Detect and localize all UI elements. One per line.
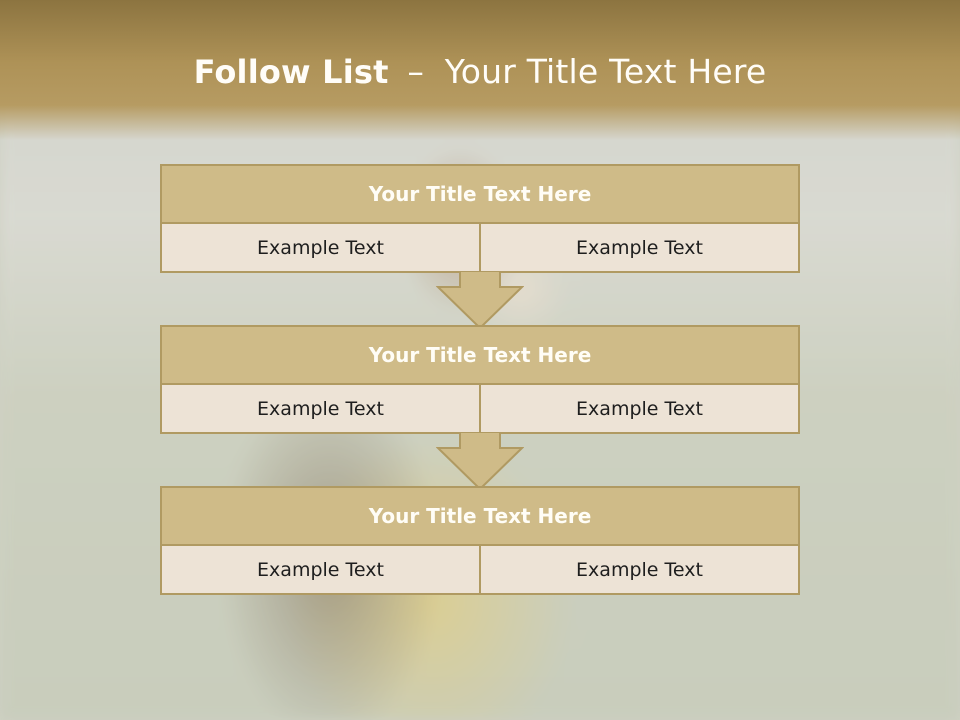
list-block-1: Your Title Text Here Example Text Exampl… <box>160 164 800 273</box>
block-title: Your Title Text Here <box>162 166 798 224</box>
list-block-3: Your Title Text Here Example Text Exampl… <box>160 486 800 595</box>
block-cell-right: Example Text <box>479 546 798 593</box>
slide-title: Follow List – Your Title Text Here <box>0 52 960 91</box>
title-separator: – <box>407 52 425 91</box>
block-cell-right: Example Text <box>479 224 798 271</box>
block-row: Example Text Example Text <box>162 224 798 271</box>
down-arrow-icon <box>436 432 524 490</box>
list-block-2: Your Title Text Here Example Text Exampl… <box>160 325 800 434</box>
block-cell-left: Example Text <box>162 385 479 432</box>
block-row: Example Text Example Text <box>162 385 798 432</box>
block-cell-left: Example Text <box>162 224 479 271</box>
block-title: Your Title Text Here <box>162 488 798 546</box>
block-cell-right: Example Text <box>479 385 798 432</box>
header-band <box>0 0 960 140</box>
block-title: Your Title Text Here <box>162 327 798 385</box>
title-rest-part: Your Title Text Here <box>444 52 767 91</box>
title-bold-part: Follow List <box>193 53 389 91</box>
block-cell-left: Example Text <box>162 546 479 593</box>
block-row: Example Text Example Text <box>162 546 798 593</box>
down-arrow-icon <box>436 271 524 329</box>
